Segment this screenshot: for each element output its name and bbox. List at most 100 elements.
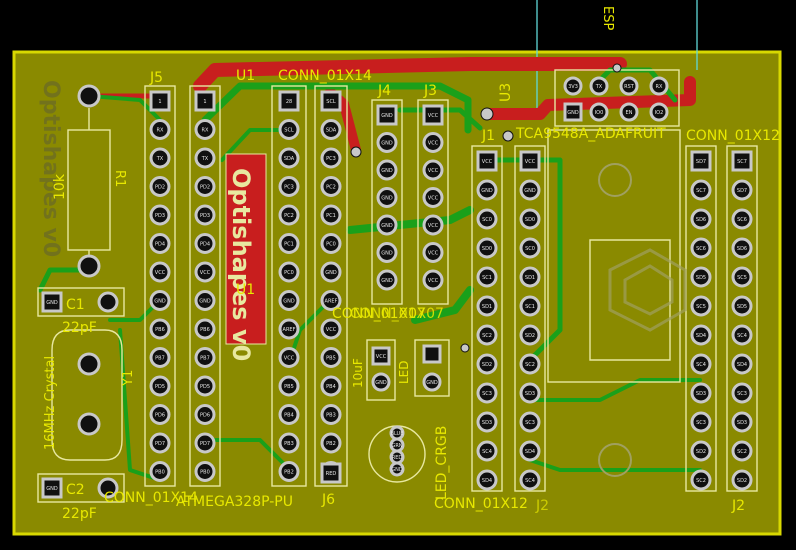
j5-pad-7[interactable]: VCC <box>149 261 171 283</box>
j2-pad-2[interactable]: SD7 <box>731 179 753 201</box>
led-pad-3[interactable]: RED <box>389 449 405 465</box>
u1-left-pad-7[interactable]: VCC <box>194 261 216 283</box>
c2-pad-1[interactable]: GND <box>41 477 63 499</box>
r1-pad-2[interactable] <box>77 254 101 278</box>
j2-pad-6[interactable]: SD5 <box>731 295 753 317</box>
j3-pad-4[interactable]: VCC <box>422 187 444 208</box>
conn14-pad-6[interactable]: PC0 <box>320 233 342 254</box>
u1-right-pad-10[interactable]: VCC <box>278 347 300 368</box>
j5-pad-13[interactable]: PD7 <box>149 432 171 454</box>
j1-pad-10[interactable]: SD3 <box>476 411 498 433</box>
conn14-pad-8[interactable]: AREF <box>320 290 342 311</box>
j2-left-pad-1[interactable]: SD7 <box>690 150 712 172</box>
y1-pad-1[interactable] <box>77 352 101 376</box>
j2-left-pad-9[interactable]: SD3 <box>690 382 712 404</box>
u1-left-pad-4[interactable]: PD2 <box>194 176 216 197</box>
j1-right-pad-9[interactable]: SD3 <box>519 382 541 404</box>
j2-left-pad-4[interactable]: SC6 <box>690 237 712 259</box>
j1-right-pad-6[interactable]: SC1 <box>519 295 541 317</box>
j4-pad-3[interactable]: GND <box>376 159 398 181</box>
j1-right-pad-2[interactable]: GND <box>519 179 541 201</box>
conn14-pad-13[interactable]: PB2 <box>320 432 342 454</box>
led-pad-2[interactable]: GRN <box>389 437 405 453</box>
j3-pad-1[interactable]: VCC <box>422 104 444 126</box>
u1-left-pad-14[interactable]: PB0 <box>194 461 216 482</box>
j1-pad-12[interactable]: SD4 <box>476 469 498 491</box>
j2-left-pad-5[interactable]: SD5 <box>690 266 712 288</box>
led-pad-4[interactable]: GND <box>389 461 405 477</box>
j3-pad-7[interactable]: VCC <box>422 269 444 291</box>
j1-right-pad-7[interactable]: SD2 <box>519 324 541 346</box>
conn14-pad-5[interactable]: PC1 <box>320 204 342 226</box>
c2-pad-2[interactable] <box>97 477 119 499</box>
esp-pad-1[interactable]: 3V3 <box>563 76 583 96</box>
j1-pad-7[interactable]: SC2 <box>476 324 498 346</box>
j5-pad-10[interactable]: PB7 <box>149 347 171 368</box>
esp-pad-4[interactable]: RX <box>649 76 669 96</box>
cap-pad-2[interactable]: GND <box>371 372 391 392</box>
u1-right-pad-8[interactable]: GND <box>278 290 300 311</box>
j5-pad-8[interactable]: GND <box>149 290 171 311</box>
led-small-pad-2[interactable]: GND <box>422 372 442 392</box>
esp-pad-8[interactable]: IO2 <box>649 102 669 122</box>
u1-left-pad-9[interactable]: PB6 <box>194 318 216 340</box>
y1-pad-2[interactable] <box>77 412 101 436</box>
conn14-pad-1[interactable]: SCL <box>320 90 342 112</box>
esp-pad-2[interactable]: TX <box>589 76 609 96</box>
j2-left-pad-6[interactable]: SC5 <box>690 295 712 317</box>
j3-pad-3[interactable]: VCC <box>422 159 444 181</box>
j2-pad-4[interactable]: SD6 <box>731 237 753 259</box>
u1-right-pad-13[interactable]: PB3 <box>278 432 300 454</box>
j1-right-pad-11[interactable]: SD4 <box>519 440 541 462</box>
j1-right-pad-4[interactable]: SC0 <box>519 237 541 259</box>
r1-pad-1[interactable] <box>77 84 101 108</box>
j1-right-pad-8[interactable]: SC2 <box>519 353 541 375</box>
j4-pad-6[interactable]: GND <box>376 242 398 263</box>
j1-pad-3[interactable]: SC0 <box>476 208 498 230</box>
j2-pad-10[interactable]: SD3 <box>731 411 753 433</box>
j5-pad-12[interactable]: PD6 <box>149 404 171 425</box>
j2-pad-1[interactable]: SC7 <box>731 150 753 172</box>
j5-pad-14[interactable]: PB0 <box>149 461 171 482</box>
j5-pad-11[interactable]: PD5 <box>149 375 171 397</box>
j6-pad[interactable]: RED <box>320 462 342 484</box>
u1-right-pad-5[interactable]: PC2 <box>278 204 300 226</box>
conn14-pad-9[interactable]: VCC <box>320 318 342 340</box>
j1-right-pad-1[interactable]: VCC <box>519 150 541 172</box>
j3-pad-6[interactable]: VCC <box>422 242 444 263</box>
u1-left-pad-2[interactable]: RX <box>194 119 216 140</box>
j4-pad-4[interactable]: GND <box>376 187 398 208</box>
esp-pad-7[interactable]: EN <box>619 102 639 122</box>
u1-left-pad-6[interactable]: PD4 <box>194 233 216 254</box>
led-small-pad-1[interactable] <box>422 344 442 364</box>
j1-right-pad-5[interactable]: SD1 <box>519 266 541 288</box>
j4-pad-5[interactable]: GND <box>376 214 398 236</box>
j5-pad-1[interactable]: 1 <box>149 90 171 112</box>
u1-right-pad-11[interactable]: PB5 <box>278 375 300 397</box>
conn14-pad-3[interactable]: PC3 <box>320 147 342 169</box>
u1-left-pad-10[interactable]: PB7 <box>194 347 216 368</box>
j3-pad-5[interactable]: VCC <box>422 214 444 236</box>
u1-left-pad-3[interactable]: TX <box>194 147 216 169</box>
j1-pad-8[interactable]: SD2 <box>476 353 498 375</box>
j2-pad-8[interactable]: SD4 <box>731 353 753 375</box>
u1-right-pad-1[interactable]: 28 <box>278 90 300 112</box>
j2-left-pad-7[interactable]: SD4 <box>690 324 712 346</box>
u1-left-pad-13[interactable]: PD7 <box>194 432 216 454</box>
j2-pad-5[interactable]: SC5 <box>731 266 753 288</box>
u1-left-pad-1[interactable]: 1 <box>194 90 216 112</box>
u1-left-pad-5[interactable]: PD3 <box>194 204 216 226</box>
u1-right-pad-6[interactable]: PC1 <box>278 233 300 254</box>
j2-left-pad-8[interactable]: SC4 <box>690 353 712 375</box>
u1-right-pad-7[interactable]: PC0 <box>278 261 300 283</box>
j5-pad-4[interactable]: PD2 <box>149 176 171 197</box>
u1-left-pad-12[interactable]: PD6 <box>194 404 216 425</box>
j1-right-pad-3[interactable]: SD0 <box>519 208 541 230</box>
j4-pad-7[interactable]: GND <box>376 269 398 291</box>
esp-pad-5[interactable]: GND <box>563 102 583 122</box>
conn14-pad-7[interactable]: GND <box>320 261 342 283</box>
j2-left-pad-2[interactable]: SC7 <box>690 179 712 201</box>
esp-pad-6[interactable]: IO0 <box>589 102 609 122</box>
j1-right-pad-12[interactable]: SC4 <box>519 469 541 491</box>
